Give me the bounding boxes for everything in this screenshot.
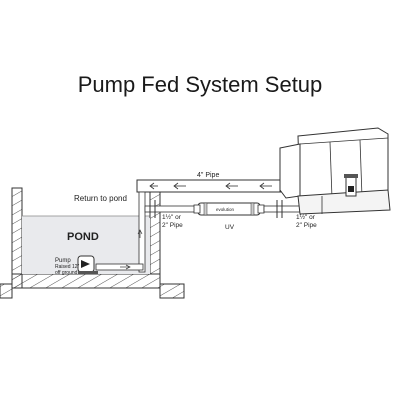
label-right-pipe-line2: 2" Pipe xyxy=(296,222,317,229)
pond-floor xyxy=(11,273,161,289)
diagram-title: Pump Fed System Setup xyxy=(77,72,323,97)
pond-structure xyxy=(0,187,185,299)
label-4in-pipe: 4" Pipe xyxy=(197,172,219,179)
ground-right xyxy=(159,283,185,299)
label-left-pipe-line2: 2" Pipe xyxy=(162,222,183,229)
label-pump-line1: Pump xyxy=(55,258,71,264)
ground-left xyxy=(0,283,13,299)
label-pump-line2: Raised 12" xyxy=(55,264,80,270)
label-pump-line3: off ground xyxy=(55,270,78,276)
label-pond: POND xyxy=(67,231,99,243)
label-return-to-pond: Return to pond xyxy=(74,194,127,203)
label-uv: UV xyxy=(225,224,235,231)
pond-left-wall xyxy=(11,187,23,289)
pump xyxy=(77,255,98,274)
label-right-pipe-line1: 1½" or xyxy=(296,213,316,221)
label-left-pipe-line1: 1½" or xyxy=(162,213,182,221)
filter-unit xyxy=(279,127,391,215)
label-uv-brand: evolution xyxy=(216,207,235,212)
